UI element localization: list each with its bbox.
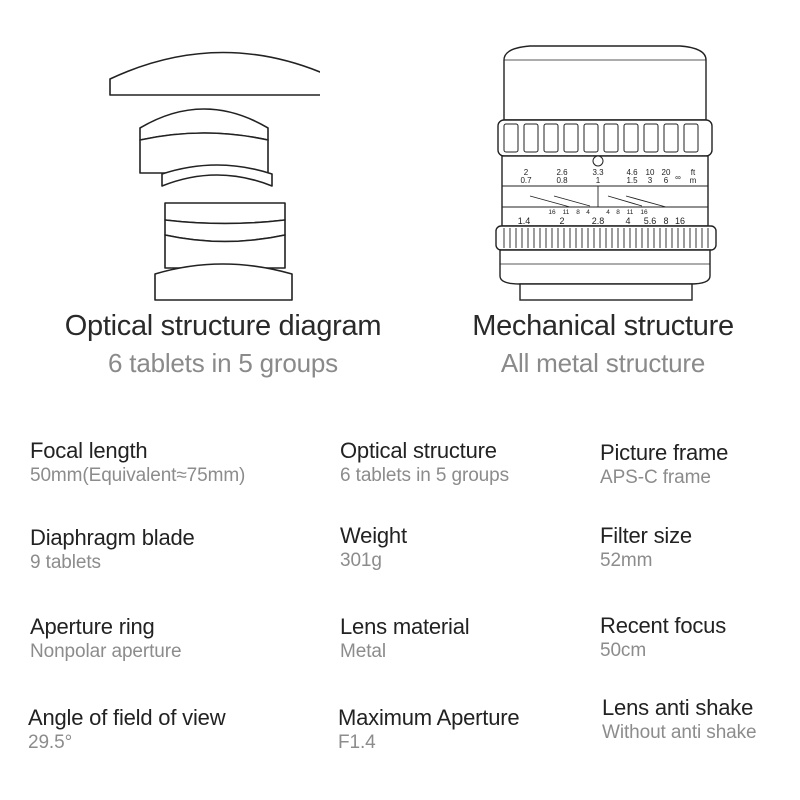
- distance-ft-2.6: 2.6: [556, 168, 568, 177]
- lens-element-3: [139, 132, 269, 174]
- dof-right-8: 8: [616, 209, 620, 216]
- spec-lens-anti-shake: Lens anti shake Without anti shake: [602, 695, 757, 745]
- dof-left-8: 8: [576, 209, 580, 216]
- spec-value: 50cm: [600, 640, 647, 661]
- spec-lens-material: Lens material Metal: [340, 614, 470, 664]
- spec-label: Diaphragm blade: [30, 525, 195, 550]
- spec-value: APS-C frame: [600, 467, 711, 488]
- brand-logo-icon: [592, 155, 604, 167]
- mechanical-title: Mechanical structure: [472, 310, 734, 342]
- lens-element-6: [154, 263, 293, 301]
- spec-value: 50mm(Equivalent≈75mm): [30, 465, 246, 486]
- lens-mechanical-drawing: 2 2.6 3.3 4.6 10 20 ∞ ft 0.7 0.8 1 1.5 3…: [495, 45, 717, 301]
- lens-element-5: [164, 202, 286, 225]
- optical-subtitle: 6 tablets in 5 groups: [108, 348, 338, 378]
- dof-left-16: 16: [548, 209, 556, 216]
- spec-label: Angle of field of view: [28, 705, 226, 730]
- spec-value: Metal: [340, 641, 386, 662]
- distance-m-3: 3: [648, 176, 653, 185]
- spec-aperture-ring: Aperture ring Nonpolar aperture: [30, 614, 182, 664]
- spec-value: 301g: [340, 550, 382, 571]
- aperture-8: 8: [663, 216, 668, 226]
- aperture-2.8: 2.8: [592, 216, 605, 226]
- distance-ft-3.3: 3.3: [592, 168, 604, 177]
- spec-maximum-aperture: Maximum Aperture F1.4: [338, 705, 520, 755]
- aperture-16: 16: [675, 216, 685, 226]
- distance-ft-2: 2: [524, 168, 529, 177]
- spec-label: Maximum Aperture: [338, 705, 520, 730]
- aperture-5.6: 5.6: [644, 216, 657, 226]
- optical-title: Optical structure diagram: [64, 310, 382, 342]
- lens-element-4: [161, 164, 273, 187]
- distance-ft-20: 20: [662, 168, 671, 177]
- mechanical-subtitle: All metal structure: [500, 348, 706, 378]
- spec-label: Picture frame: [600, 440, 729, 465]
- spec-label: Recent focus: [600, 613, 727, 638]
- aperture-2: 2: [559, 216, 564, 226]
- optical-structure-diagram: [109, 51, 320, 301]
- aperture-1.4: 1.4: [518, 216, 531, 226]
- unit-ft: ft: [691, 168, 696, 177]
- spec-diaphragm-blade: Diaphragm blade 9 tablets: [30, 525, 195, 575]
- spec-label: Aperture ring: [30, 614, 155, 639]
- unit-m: m: [690, 176, 697, 185]
- distance-ft-10: 10: [646, 168, 655, 177]
- distance-ft-4.6: 4.6: [626, 168, 638, 177]
- spec-value: 52mm: [600, 550, 653, 571]
- spec-filter-size: Filter size 52mm: [600, 523, 692, 573]
- distance-ft-inf: ∞: [675, 173, 681, 182]
- spec-value: 9 tablets: [30, 552, 101, 573]
- spec-value: Without anti shake: [602, 722, 757, 743]
- aperture-4: 4: [625, 216, 630, 226]
- dof-right-4: 4: [606, 209, 610, 216]
- spec-focal-length: Focal length 50mm(Equivalent≈75mm): [30, 438, 245, 488]
- distance-m-6: 6: [664, 176, 669, 185]
- spec-label: Filter size: [600, 523, 692, 548]
- spec-value: 6 tablets in 5 groups: [340, 465, 510, 486]
- distance-m-0.7: 0.7: [520, 176, 532, 185]
- distance-m-0.8: 0.8: [556, 176, 568, 185]
- dof-left-4: 4: [586, 209, 590, 216]
- distance-m-1: 1: [596, 176, 601, 185]
- dof-left-11: 11: [563, 209, 570, 216]
- spec-label: Lens material: [340, 614, 470, 639]
- spec-value: 29.5°: [28, 732, 73, 753]
- spec-label: Lens anti shake: [602, 695, 754, 720]
- dof-right-11: 11: [627, 209, 634, 216]
- spec-recent-focus: Recent focus 50cm: [600, 613, 726, 663]
- spec-value: F1.4: [338, 732, 376, 753]
- spec-label: Focal length: [30, 438, 148, 463]
- spec-angle-of-view: Angle of field of view 29.5°: [28, 705, 226, 755]
- spec-picture-frame: Picture frame APS-C frame: [600, 440, 728, 490]
- spec-label: Optical structure: [340, 438, 497, 463]
- distance-m-1.5: 1.5: [626, 176, 638, 185]
- spec-label: Weight: [340, 523, 407, 548]
- spec-value: Nonpolar aperture: [30, 641, 182, 662]
- dof-right-16: 16: [640, 209, 648, 216]
- spec-optical-structure: Optical structure 6 tablets in 5 groups: [340, 438, 509, 488]
- spec-weight: Weight 301g: [340, 523, 407, 573]
- lens-element-1: [109, 51, 320, 96]
